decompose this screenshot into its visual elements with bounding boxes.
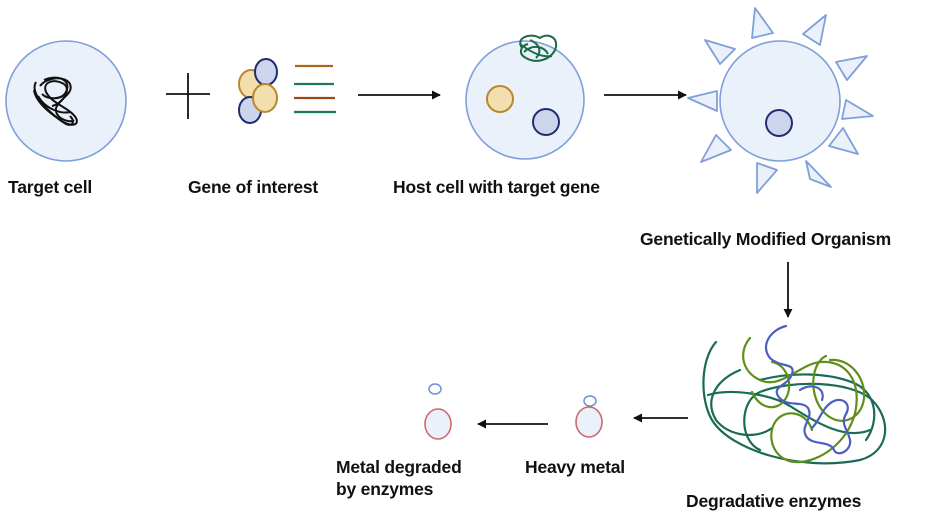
plasmid-cluster-icon [238,58,278,124]
blue-organelle [532,108,560,136]
gene-of-interest-illustration [238,58,336,124]
label-metal-degraded: Metal degraded by enzymes [336,457,462,499]
plus-operator-icon [166,73,210,119]
target-cell-illustration [5,40,127,162]
heavy-metal-icon [575,395,603,438]
target-gene-tangle-icon [519,34,558,62]
host-cell-illustration [465,34,585,160]
gmo-spikes [687,7,874,194]
gold-organelle [486,85,514,113]
gmo-illustration [687,7,874,194]
chromosome-tangle-icon [33,76,78,126]
degraded-metal-icon [424,383,452,440]
label-host-cell: Host cell with target gene [393,177,600,197]
dna-strands-icon [294,64,336,114]
gmo-nucleus [765,109,793,137]
enzyme-strand-olive [742,336,866,464]
label-target-cell: Target cell [8,177,93,197]
label-gmo: Genetically Modified Organism [640,229,891,249]
gmo-membrane [719,40,841,162]
label-degradative-enzymes: Degradative enzymes [686,491,862,511]
label-heavy-metal: Heavy metal [525,457,625,477]
host-cell-membrane [465,40,585,160]
enzyme-tangle-icon [702,324,887,465]
enzyme-strand-blue [764,324,852,455]
label-gene-of-interest: Gene of interest [188,177,319,197]
target-cell-membrane [5,40,127,162]
